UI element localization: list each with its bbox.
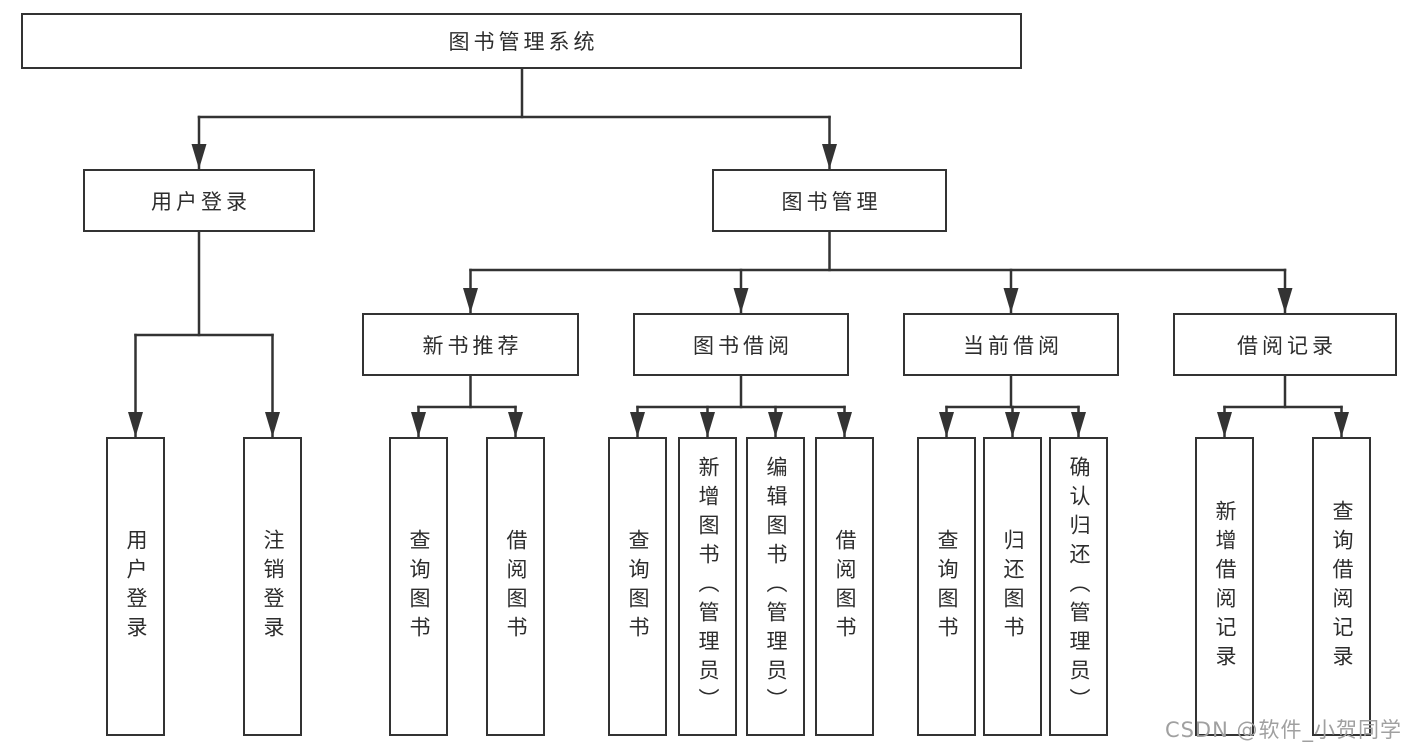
node-borrowing-records-label: 借阅记录 [1237,333,1337,358]
leaf-add-book-admin: 新增图书（管理员） [678,437,737,736]
leaf-logout-label: 注销登录 [261,528,285,645]
watermark-text: CSDN @软件_小贺同学 [1164,718,1402,742]
leaf-logout: 注销登录 [243,437,302,736]
leaf-add-borrow-record: 新增借阅记录 [1195,437,1254,736]
leaf-borrow-books: 借阅图书 [815,437,874,736]
node-user-login: 用户登录 [83,169,315,232]
leaf-borrow-books-recommend-label: 借阅图书 [504,528,528,645]
node-book-management-label: 图书管理 [781,189,882,214]
leaf-query-borrow-record-label: 查询借阅记录 [1330,499,1354,674]
leaf-borrow-books-label: 借阅图书 [833,528,857,645]
leaf-add-book-admin-label: 新增图书（管理员） [696,456,720,717]
node-user-login-label: 用户登录 [151,189,251,214]
leaf-confirm-return-admin-label: 确认归还（管理员） [1067,456,1091,717]
node-current-borrowing: 当前借阅 [903,313,1119,376]
leaf-edit-book-admin-label: 编辑图书（管理员） [764,456,788,717]
leaf-user-login: 用户登录 [106,437,165,736]
node-book-borrowing: 图书借阅 [633,313,849,376]
leaf-query-books-recommend: 查询图书 [389,437,448,736]
leaf-add-borrow-record-label: 新增借阅记录 [1213,499,1237,674]
leaf-borrow-books-recommend: 借阅图书 [486,437,545,736]
leaf-edit-book-admin: 编辑图书（管理员） [746,437,805,736]
node-new-book-recommendation-label: 新书推荐 [422,333,523,358]
node-book-management: 图书管理 [712,169,947,232]
leaf-query-books-borrow: 查询图书 [608,437,667,736]
node-book-borrowing-label: 图书借阅 [693,333,793,358]
leaf-query-books-recommend-label: 查询图书 [407,528,431,645]
node-library-system: 图书管理系统 [21,13,1022,69]
leaf-confirm-return-admin: 确认归还（管理员） [1049,437,1108,736]
leaf-query-books-borrow-label: 查询图书 [626,528,650,645]
leaf-query-books-current-label: 查询图书 [935,528,959,645]
leaf-query-borrow-record: 查询借阅记录 [1312,437,1371,736]
leaf-return-books: 归还图书 [983,437,1042,736]
leaf-return-books-label: 归还图书 [1001,528,1025,645]
node-current-borrowing-label: 当前借阅 [963,333,1063,358]
leaf-user-login-label: 用户登录 [124,528,148,645]
node-borrowing-records: 借阅记录 [1173,313,1397,376]
leaf-query-books-current: 查询图书 [917,437,976,736]
node-new-book-recommendation: 新书推荐 [362,313,579,376]
node-library-system-label: 图书管理系统 [448,30,599,54]
